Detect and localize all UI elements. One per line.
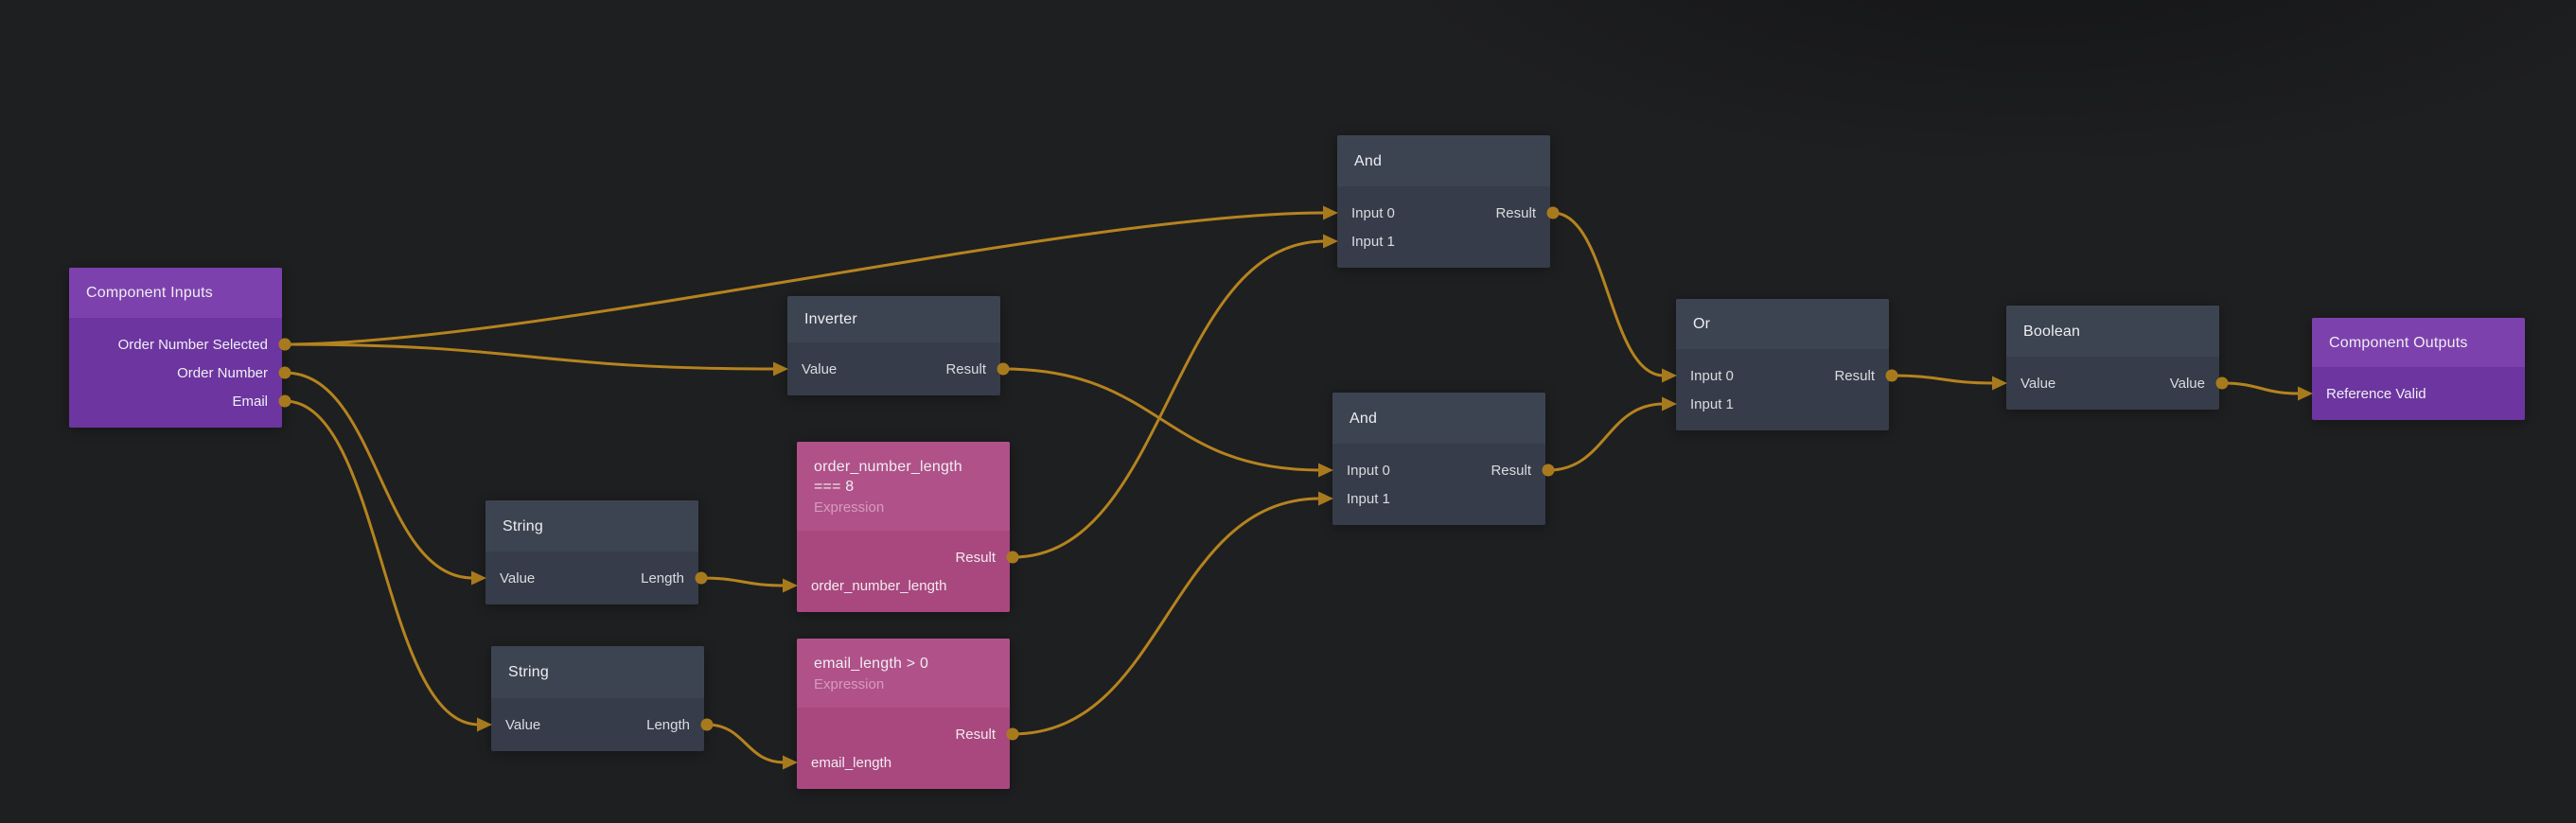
input-port-label: Value <box>2020 375 2056 392</box>
node-body: Value Value <box>2006 357 2219 410</box>
port-row: Value Value <box>2006 369 2219 397</box>
output-port-label: Result <box>1495 204 1536 221</box>
input-port-label: Value <box>505 716 541 733</box>
node-header: And <box>1332 393 1545 444</box>
input-port-label: Reference Valid <box>2326 385 2426 402</box>
node-body: Value Result <box>787 342 1000 395</box>
port-row: Reference Valid <box>2312 379 2525 408</box>
node-title: email_length > 0 <box>814 655 929 672</box>
output-port-label: Result <box>945 360 986 377</box>
output-port-label: Order Number Selected <box>117 336 268 353</box>
output-port-label: Order Number <box>177 364 268 381</box>
input-port-label: Input 0 <box>1347 462 1390 479</box>
input-port-label: email_length <box>811 754 892 771</box>
port-row: Input 0 Result <box>1676 361 1889 390</box>
input-port-label: Input 0 <box>1351 204 1395 221</box>
node-header: String <box>491 646 704 698</box>
input-port-label: Input 1 <box>1351 233 1395 250</box>
node-title: Component Outputs <box>2329 334 2468 351</box>
node-title: String <box>503 517 543 534</box>
port-row: Order Number Selected <box>69 330 282 359</box>
output-port-label: Value <box>2169 375 2205 392</box>
output-port-label: Length <box>641 569 684 587</box>
port-row: Result <box>797 720 1010 748</box>
node-header: Component Inputs <box>69 268 282 318</box>
port-row: Input 1 <box>1337 227 1550 255</box>
port-row: Result <box>797 543 1010 571</box>
input-port-label: Input 1 <box>1347 490 1390 507</box>
output-port-label: Length <box>646 716 690 733</box>
input-port-label: Input 0 <box>1690 367 1734 384</box>
port-row: Order Number <box>69 359 282 387</box>
node-subtitle: Expression <box>814 499 885 516</box>
node-header: Boolean <box>2006 306 2219 357</box>
node-header: order_number_length === 8 Expression <box>797 442 1010 531</box>
output-port-label: Result <box>955 549 996 566</box>
node-title: And <box>1350 410 1378 427</box>
input-port-label: Input 1 <box>1690 395 1734 412</box>
port-row: Input 1 <box>1676 390 1889 418</box>
port-row: Value Result <box>787 355 1000 383</box>
node-body: Result email_length <box>797 708 1010 789</box>
node-body: Value Length <box>491 698 704 751</box>
node-header: Component Outputs <box>2312 318 2525 367</box>
node-header: And <box>1337 135 1550 186</box>
node-subtitle: Expression <box>814 675 885 692</box>
node-body: Result order_number_length <box>797 531 1010 612</box>
node-title: Component Inputs <box>86 285 213 301</box>
input-port-label: Value <box>500 569 536 587</box>
port-row: order_number_length <box>797 571 1010 600</box>
input-port-label: order_number_length <box>811 577 947 594</box>
node-body: Value Length <box>485 552 698 604</box>
output-port-label: Result <box>1834 367 1875 384</box>
port-row: Email <box>69 387 282 415</box>
node-title: String <box>508 664 549 680</box>
node-title: Inverter <box>804 311 857 327</box>
port-row: Value Length <box>491 710 704 739</box>
node-header: Inverter <box>787 296 1000 342</box>
port-row: Input 1 <box>1332 484 1545 513</box>
node-title: order_number_length === 8 <box>814 458 962 495</box>
input-port-label: Value <box>802 360 838 377</box>
node-body: Reference Valid <box>2312 367 2525 420</box>
node-header: String <box>485 500 698 552</box>
port-row: Input 0 Result <box>1337 199 1550 227</box>
port-row: Value Length <box>485 564 698 592</box>
node-header: Or <box>1676 299 1889 349</box>
output-port-label: Result <box>955 726 996 743</box>
node-title: Or <box>1693 316 1711 332</box>
port-row: email_length <box>797 748 1010 777</box>
output-port-label: Email <box>232 393 268 410</box>
node-header: email_length > 0 Expression <box>797 639 1010 708</box>
output-port-label: Result <box>1491 462 1531 479</box>
node-title: Boolean <box>2023 323 2081 340</box>
node-title: And <box>1354 152 1383 169</box>
port-row: Input 0 Result <box>1332 456 1545 484</box>
